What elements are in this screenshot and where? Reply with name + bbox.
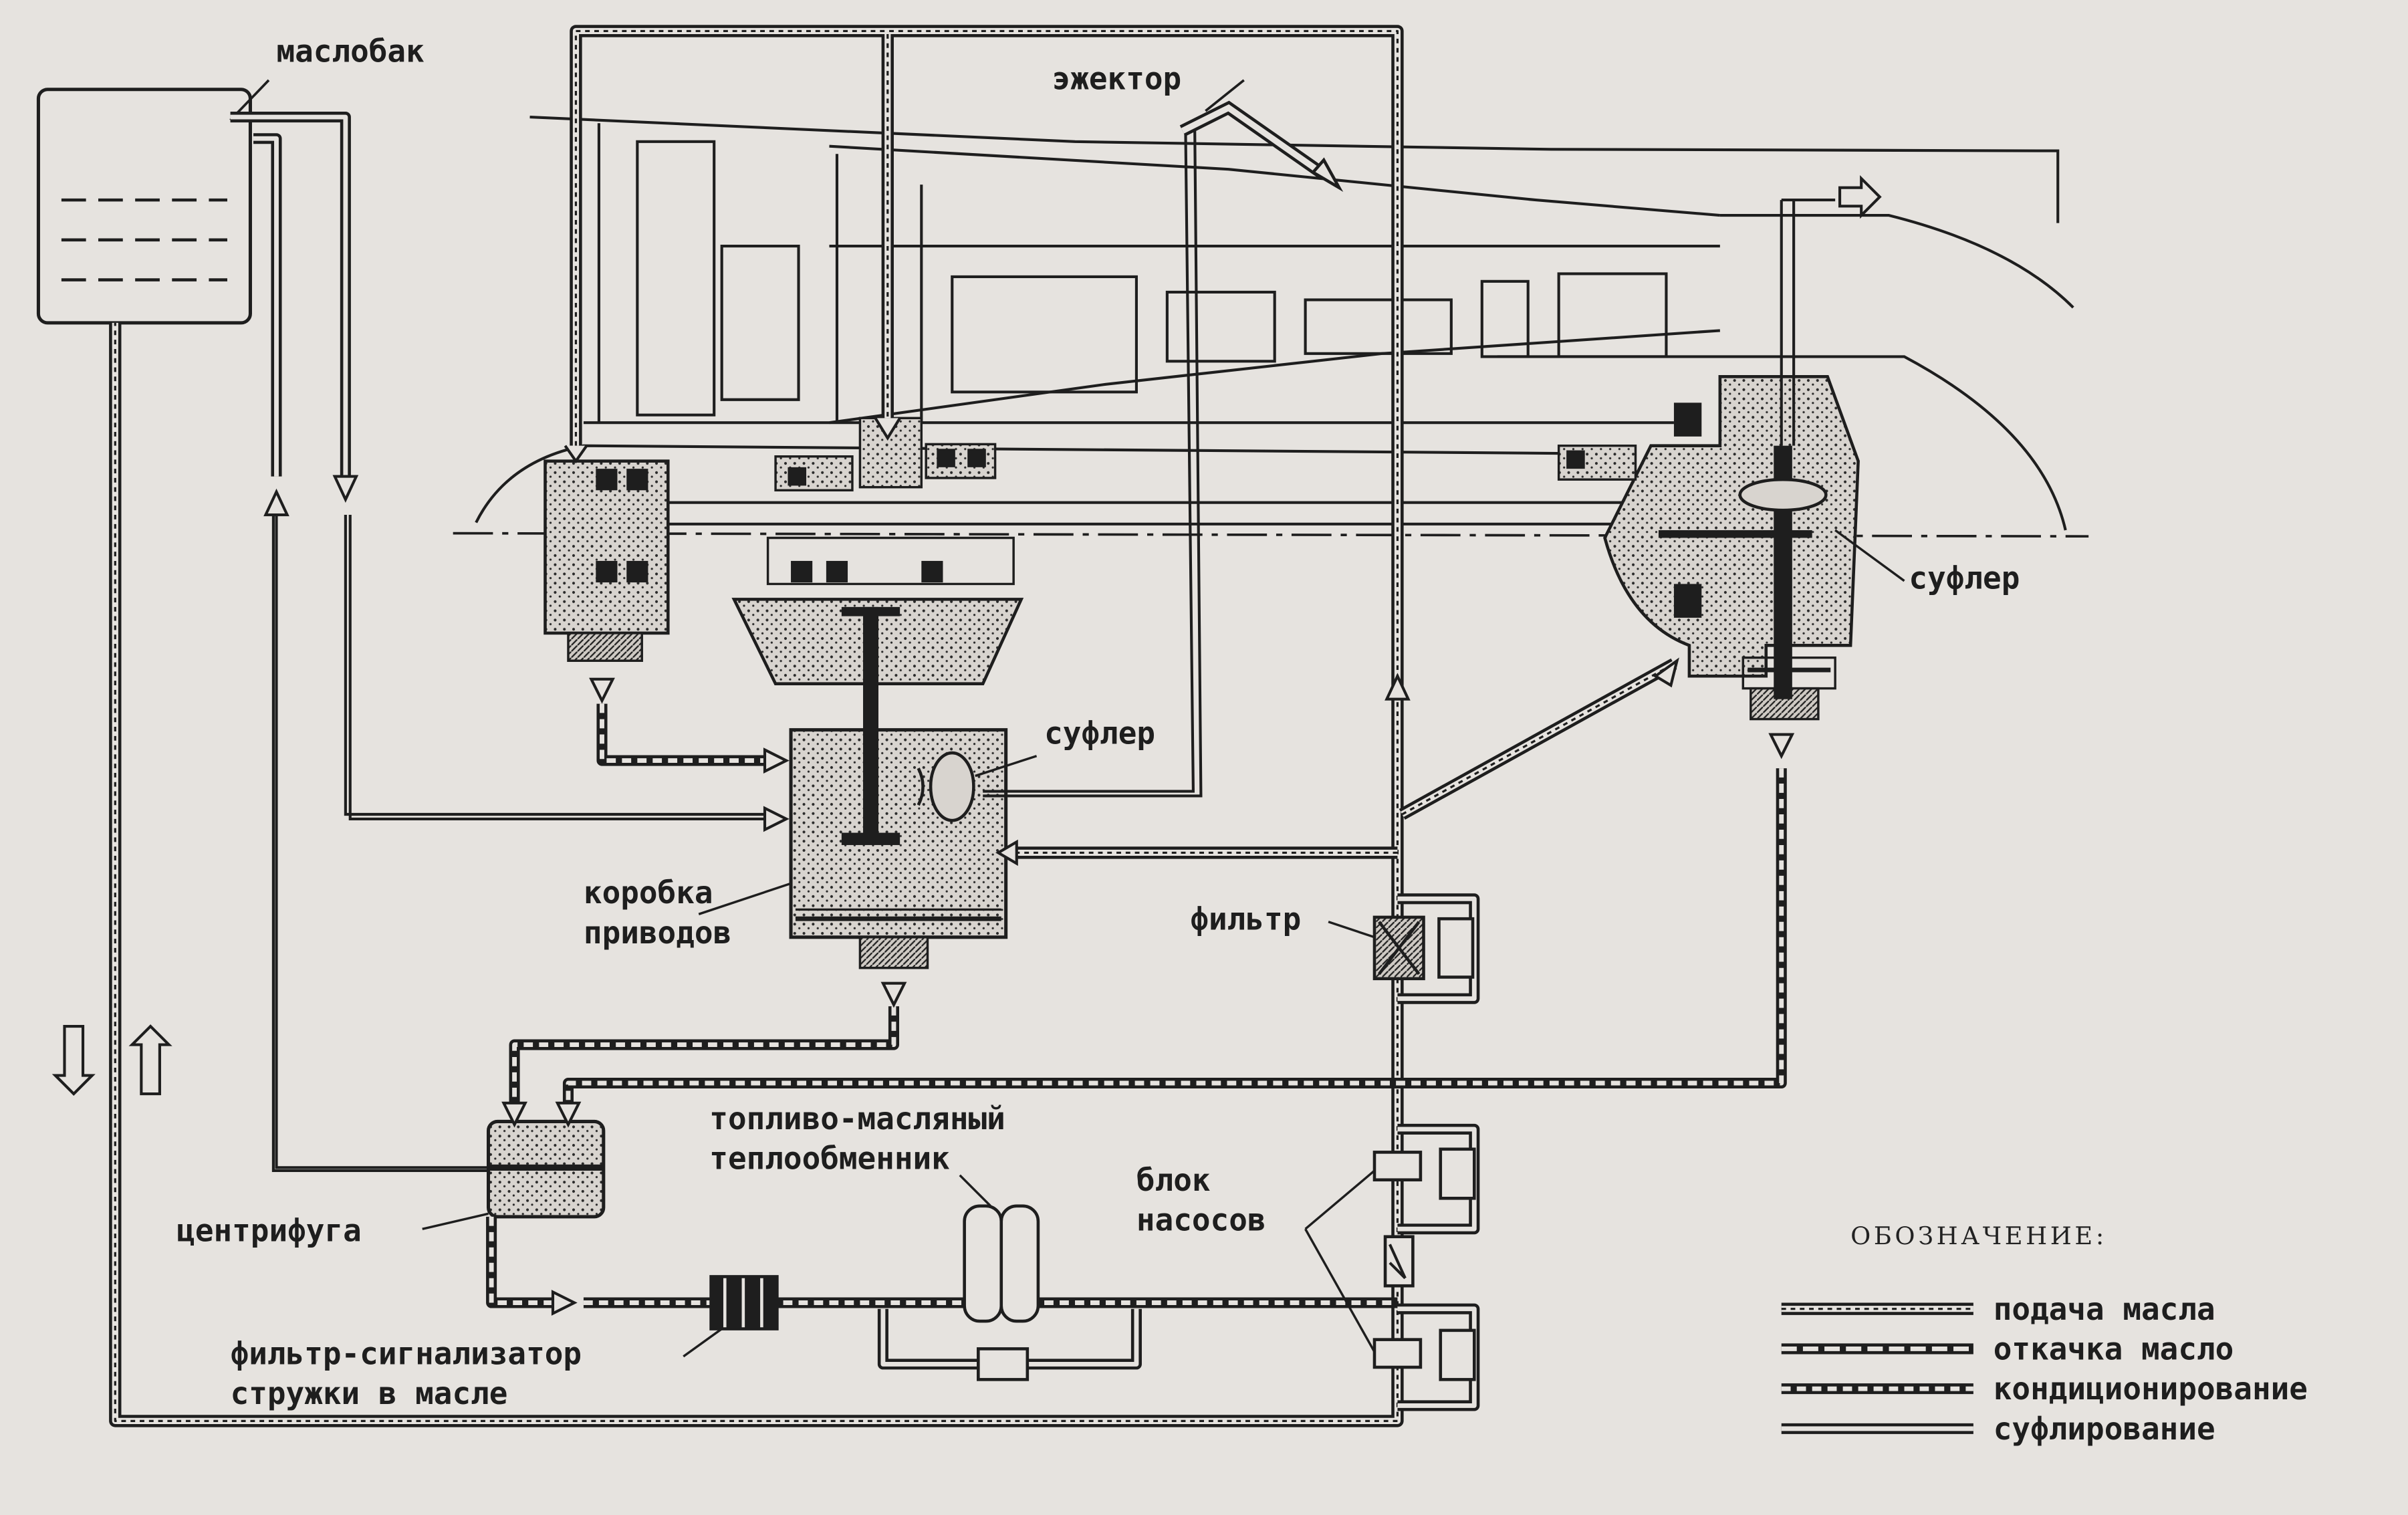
rear-bearing-housing [1557,374,1860,721]
label-korobka: коробка [584,875,713,911]
label-sufler-right: суфлер [1909,560,2020,596]
scavenge-lines [486,703,1787,1370]
engine-outline [475,116,2074,531]
label-privodov: приводов [584,915,731,951]
label-ezhektor: эжектор [1052,61,1182,97]
breather-outlet-arrow [1838,174,1882,219]
label-nasosov: насосов [1136,1202,1266,1238]
main-filter [1372,915,1475,981]
legend-item-supply: подача масла [1781,1291,2215,1327]
label-sufler-center: суфлер [1044,715,1155,751]
label-filtr-signal-2: стружки в масле [231,1375,508,1411]
legend-label-conditioning: кондиционирование [1994,1371,2308,1407]
supply-oil-lines [109,25,1677,1427]
label-teploobmennik-1: топливо-масляный [709,1100,1005,1137]
legend-item-breather: суфлирование [1781,1411,2215,1447]
legend: ОБОЗНАЧЕНИЕ: подача масла откачка масло … [1781,1221,2308,1447]
label-filtr-signal-1: фильтр-сигнализатор [231,1335,582,1371]
pump-block [1372,1147,1476,1381]
leader-lines [422,529,1905,1358]
ejector [1179,79,1344,192]
label-filtr: фильтр [1190,901,1301,937]
label-centrifuga: центрифуга [176,1213,362,1249]
return-lines [271,130,1836,1173]
gearbox [789,606,1008,969]
legend-label-scavenge: откачка масло [1994,1331,2234,1367]
legend-label-breather: суфлирование [1994,1411,2215,1447]
engine-shaft [551,501,1691,526]
legend-item-conditioning: кондиционирование [1781,1371,2308,1407]
label-blok: блок [1136,1162,1211,1198]
legend-item-scavenge: откачка масло [1781,1331,2234,1367]
centrifuge [486,1119,606,1219]
flow-arrows [51,417,1795,1316]
legend-title: ОБОЗНАЧЕНИЕ: [1850,1221,2107,1250]
fuel-oil-heat-exchanger [963,1204,1040,1381]
front-bearing-housing [544,459,670,662]
chip-detector-filter [709,1275,779,1330]
label-maslobak: маслобак [276,33,424,69]
label-teploobmennik-2: теплообменник [709,1141,950,1177]
oil-tank [36,79,270,325]
legend-label-supply: подача масла [1994,1291,2215,1327]
